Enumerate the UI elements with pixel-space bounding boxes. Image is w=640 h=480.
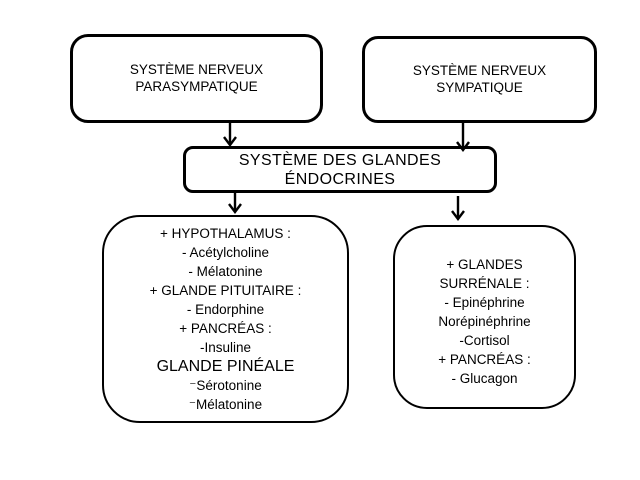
box-text-line: ⁻Sérotonine bbox=[189, 378, 262, 393]
box-text-line: SYSTÈME NERVEUX bbox=[129, 62, 264, 77]
box-text-line: + PANCRÉAS : bbox=[438, 352, 531, 367]
box-text-line: ⁻Mélatonine bbox=[188, 397, 263, 412]
box-text-line: ÉNDOCRINES bbox=[284, 170, 396, 188]
box-text-line: - Mélatonine bbox=[188, 264, 263, 279]
box-text-line: SURRÉNALE : bbox=[439, 276, 530, 291]
box-text-line: + GLANDE PITUITAIRE : bbox=[149, 283, 302, 298]
box-text-line: - Glucagon bbox=[451, 371, 518, 386]
box-text-line: + GLANDES bbox=[446, 257, 523, 272]
arrow-endocrine-to-right-glands bbox=[451, 196, 465, 221]
box-text-line: -Insuline bbox=[199, 340, 252, 355]
box-hypothalamus-pituitaire-pancreas-pineale: + HYPOTHALAMUS : - Acétylcholine - Mélat… bbox=[102, 215, 349, 423]
box-systeme-nerveux-sympatique: SYSTÈME NERVEUX SYMPATIQUE bbox=[362, 36, 597, 123]
box-text-line: Norépinéphrine bbox=[438, 314, 531, 329]
box-text-line: SYSTÈME NERVEUX bbox=[412, 63, 547, 78]
box-glandes-surrenale-pancreas: + GLANDES SURRÉNALE : - Epinéphrine Noré… bbox=[393, 225, 576, 409]
box-text-line: -Cortisol bbox=[459, 333, 510, 348]
box-text-line: + PANCRÉAS : bbox=[179, 321, 272, 336]
box-systeme-glandes-endocrines: SYSTÈME DES GLANDES ÉNDOCRINES bbox=[183, 146, 497, 193]
box-text-line: - Epinéphrine bbox=[444, 295, 525, 310]
box-text-line: GLANDE PINÉALE bbox=[156, 358, 295, 375]
box-text-line: SYSTÈME DES GLANDES bbox=[238, 151, 442, 169]
box-text-line: PARASYMPATIQUE bbox=[135, 78, 258, 94]
box-systeme-nerveux-parasympatique: SYSTÈME NERVEUX PARASYMPATIQUE bbox=[70, 34, 323, 123]
box-text-line: - Acétylcholine bbox=[181, 245, 270, 260]
arrow-parasympathetic-to-endocrine bbox=[223, 122, 237, 147]
box-text-line: + HYPOTHALAMUS : bbox=[160, 226, 291, 241]
arrow-endocrine-to-left-glands bbox=[228, 193, 242, 214]
box-text-line: - Endorphine bbox=[186, 302, 265, 317]
box-text-line: SYMPATIQUE bbox=[436, 79, 523, 95]
